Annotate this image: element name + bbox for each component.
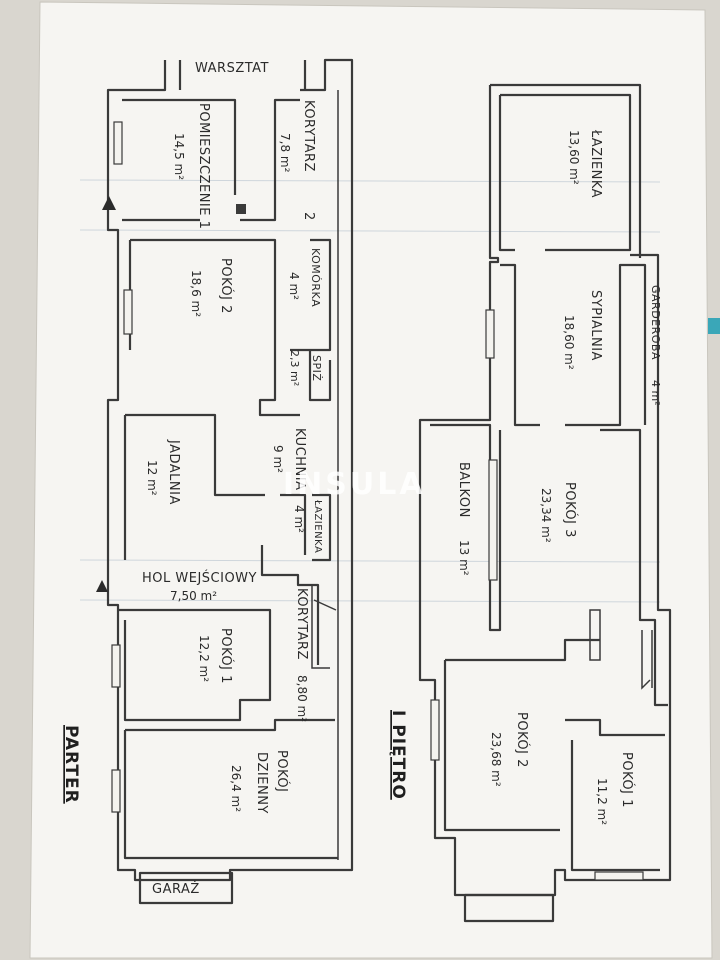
page-tab — [708, 318, 720, 334]
stairs-arrow-icon-pietro — [641, 630, 651, 690]
label-pietro-pokoj1: POKÓJ 1 — [619, 752, 635, 808]
watermark: INSULA — [283, 467, 426, 502]
paper-texture — [79, 179, 661, 603]
label-lazienka: ŁAZIENKA — [312, 499, 323, 553]
area-pomieszczenie1: 14,5 m² — [172, 133, 186, 180]
area-lazienka: 4 m² — [292, 505, 306, 533]
label-pokoj1: POKÓJ 1 — [218, 628, 234, 684]
window-sypialnia — [485, 309, 495, 359]
title-pietro: I PIĘTRO — [388, 710, 408, 800]
label-pokoj-dzienny-1: POKÓJ — [274, 750, 290, 792]
window-pokoj2 — [430, 699, 440, 761]
label-korytarz2-number: 2 — [301, 212, 316, 221]
label-korytarz2: KORYTARZ — [301, 100, 316, 172]
label-pietro-pokoj2: POKÓJ 2 — [514, 712, 530, 768]
area-korytarz2: 7,8 m² — [278, 133, 292, 173]
label-pietro-lazienka: ŁAZIENKA — [588, 129, 603, 198]
pietro-plan — [418, 83, 672, 923]
label-garderoba: GARDEROBA — [649, 285, 662, 360]
area-pietro-lazienka: 13,60 m² — [567, 130, 581, 185]
entrance-arrow-icon — [102, 196, 116, 210]
area-spiz: 2,3 m² — [288, 350, 301, 386]
area-hol: 7,50 m² — [170, 589, 217, 603]
label-pokoj3: POKÓJ 3 — [562, 482, 578, 538]
area-pokoj-dzienny: 26,4 m² — [229, 765, 243, 812]
window-pomieszczenie1 — [113, 121, 123, 165]
area-pietro-pokoj2: 23,68 m² — [489, 732, 503, 787]
label-pokoj2: POKÓJ 2 — [218, 258, 234, 314]
area-kuchnia: 9 m² — [271, 445, 285, 473]
area-pokoj3: 23,34 m² — [539, 488, 553, 543]
label-korytarz: KORYTARZ — [294, 588, 309, 660]
label-komorka: KOMÓRKA — [309, 248, 322, 307]
area-pietro-pokoj1: 11,2 m² — [595, 778, 609, 825]
garaz-box — [138, 871, 234, 905]
area-garderoba: 4 m² — [649, 380, 662, 406]
label-balkon: BALKON — [456, 462, 471, 518]
label-garaz: GARAŻ — [152, 881, 200, 897]
area-pokoj2: 18,6 m² — [189, 270, 203, 317]
parter-plan — [96, 58, 354, 905]
window-pokoj-dzienny — [111, 769, 121, 813]
label-spiz: SPIŻ — [310, 355, 323, 381]
window-pokoj1 — [111, 644, 121, 688]
area-balkon: 13 m² — [457, 540, 471, 576]
label-kuchnia: KUCHNIA — [292, 428, 307, 491]
area-jadalnia: 12 m² — [145, 460, 159, 496]
area-komorka: 4 m² — [287, 272, 301, 300]
label-sypialnia: SYPIALNIA — [588, 290, 603, 361]
window-pokoj1 — [594, 871, 644, 881]
stairs-arrow-icon — [311, 585, 330, 669]
label-warsztat: WARSZTAT — [195, 61, 269, 76]
label-pokoj-dzienny-2: DZIENNY — [254, 752, 269, 814]
pietro-balcony-box — [463, 893, 555, 923]
entrance-arrow-icon-2 — [96, 580, 108, 592]
title-parter: PARTER — [61, 725, 81, 804]
window-pokoj2 — [123, 289, 133, 335]
label-pomieszczenie1: POMIESZCZENIE 1 — [196, 103, 211, 229]
area-pokoj1: 12,2 m² — [197, 635, 211, 682]
area-korytarz: 8,80 m² — [295, 675, 309, 722]
area-sypialnia: 18,60 m² — [562, 315, 576, 370]
door-marker-icon — [236, 204, 246, 214]
pietro-column — [589, 609, 601, 661]
label-hol: HOL WEJŚCIOWY — [142, 570, 257, 586]
window-balkon — [488, 459, 498, 581]
label-jadalnia: JADALNIA — [166, 439, 181, 505]
